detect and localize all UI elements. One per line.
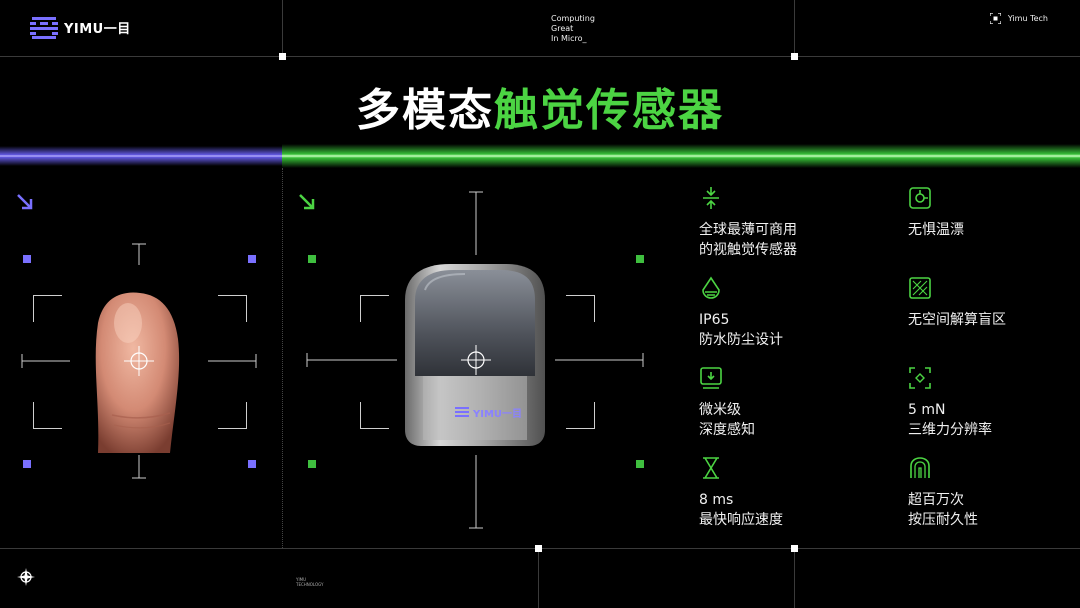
feature-text-1: 微米级: [699, 402, 741, 418]
compress-arrows-icon: [703, 187, 719, 209]
feature-text-1: 8 ms: [699, 492, 734, 508]
feature-text-2: 按压耐久性: [908, 512, 978, 528]
feature-item: 无惧温漂: [908, 186, 1078, 240]
footer-small-text: YIMU TECHNOLOGY: [296, 577, 324, 587]
hourglass-icon: [703, 457, 719, 479]
yimu-logo-icon: [30, 14, 58, 40]
arrow-down-right-icon: [17, 194, 33, 210]
force-target-icon: [909, 367, 931, 389]
feature-text-2: 最快响应速度: [699, 512, 783, 528]
corner-marker: [636, 255, 644, 263]
frame-bracket: [360, 402, 389, 429]
feature-item: 5 mN 三维力分辨率: [908, 366, 1078, 440]
tagline-line-2: Great: [551, 24, 574, 33]
frame-vline-right-bottom: [794, 548, 795, 608]
corner-marker: [23, 460, 31, 468]
brand-right-text: Yimu Tech: [1007, 14, 1048, 23]
fingertip-image: [21, 243, 257, 479]
feature-text-2: 深度感知: [699, 422, 755, 438]
frame-vline-left-bottom: [538, 548, 539, 608]
feature-text-1: 无惧温漂: [908, 222, 964, 238]
feature-item: 超百万次 按压耐久性: [908, 456, 1078, 530]
thermometer-chip-icon: [909, 187, 931, 209]
feature-item: 全球最薄可商用 的视触觉传感器: [699, 186, 869, 260]
frame-vline-left: [282, 0, 283, 56]
logo-text: YIMU一目: [64, 21, 131, 37]
sensor-device-image: YIMU一目: [306, 191, 644, 529]
green-light-band: [282, 144, 1080, 168]
frame-bracket: [33, 295, 62, 322]
feature-item: 8 ms 最快响应速度: [699, 456, 869, 530]
frame-bracket: [566, 402, 595, 429]
frame-vline-right: [794, 0, 795, 56]
title-white: 多模态: [356, 85, 494, 136]
frame-bracket: [33, 402, 62, 429]
feature-item: 无空间解算盲区: [908, 276, 1078, 330]
corner-marker: [248, 255, 256, 263]
target-square-icon: [989, 13, 1001, 24]
brand-right: Yimu Tech: [989, 13, 1048, 24]
corner-marker: [23, 255, 31, 263]
feature-item: 微米级 深度感知: [699, 366, 869, 440]
feature-text-1: 5 mN: [908, 402, 946, 418]
corner-marker: [308, 460, 316, 468]
top-frame-line: [0, 56, 1080, 57]
frame-node: [279, 53, 286, 60]
tagline: Computing Great In Micro_: [551, 14, 595, 44]
feature-text-1: 超百万次: [908, 492, 964, 508]
feature-text-1: 无空间解算盲区: [908, 312, 1006, 328]
depth-scan-icon: [700, 367, 722, 389]
water-drop-icon: [702, 276, 720, 299]
frame-bracket: [218, 402, 247, 429]
frame-node: [791, 545, 798, 552]
frame-bracket: [218, 295, 247, 322]
purple-light-band: [0, 146, 282, 166]
title-green: 触觉传感器: [494, 85, 724, 136]
footer-line-1: YIMU: [296, 577, 307, 582]
arrow-down-right-icon: [299, 194, 315, 210]
feature-text-1: 全球最薄可商用: [699, 222, 797, 238]
footer-line-2: TECHNOLOGY: [296, 582, 324, 587]
product-label: YIMU一目: [472, 408, 522, 420]
feature-text-1: IP65: [699, 312, 730, 328]
feature-item: IP65 防水防尘设计: [699, 276, 869, 350]
grid-scan-icon: [909, 277, 931, 299]
tagline-line-1: Computing: [551, 14, 595, 23]
feature-text-2: 的视触觉传感器: [699, 242, 797, 258]
frame-node: [791, 53, 798, 60]
feature-text-2: 三维力分辨率: [908, 422, 992, 438]
corner-marker: [636, 460, 644, 468]
page-title: 多模态触觉传感器: [0, 74, 1080, 138]
yimu-logo: YIMU一目: [30, 14, 131, 40]
frame-node: [535, 545, 542, 552]
corner-marker: [308, 255, 316, 263]
frame-bracket: [566, 295, 595, 322]
compass-star-icon: [17, 568, 35, 586]
press-arc-icon: [910, 457, 930, 478]
corner-marker: [248, 460, 256, 468]
tagline-line-3: In Micro_: [551, 34, 587, 43]
panel-divider: [282, 168, 284, 548]
feature-text-2: 防水防尘设计: [699, 332, 783, 348]
frame-bracket: [360, 295, 389, 322]
